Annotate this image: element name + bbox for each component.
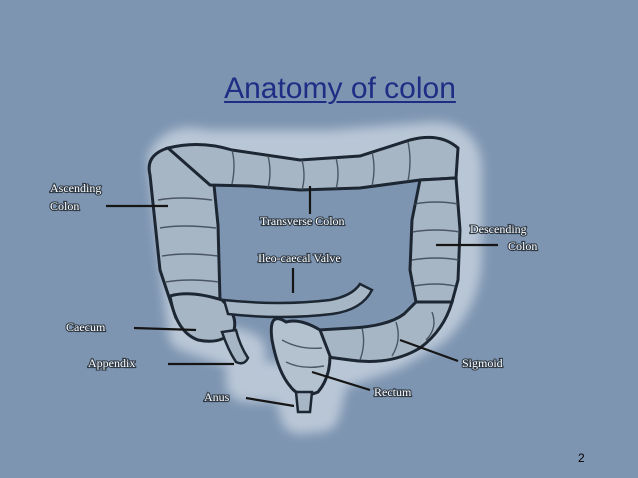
- haustra-folds: [157, 141, 461, 369]
- leader-lines: [106, 186, 498, 408]
- page-number: 2: [578, 451, 585, 465]
- appendix: [220, 328, 250, 365]
- anal-canal: [294, 390, 314, 414]
- label-descending-colon-line2: Colon: [508, 239, 537, 253]
- label-appendix: Appendix: [88, 356, 135, 370]
- leader-rectum: [311, 370, 371, 392]
- label-rectum: Rectum: [374, 385, 412, 399]
- label-caecum: Caecum: [66, 320, 106, 334]
- leader-sigmoid: [399, 338, 459, 363]
- label-sigmoid: Sigmoid: [462, 356, 503, 370]
- label-ascending-colon-line1: Ascending: [50, 181, 101, 195]
- slide-title: Anatomy of colon: [224, 72, 456, 105]
- terminal-ileum: [222, 282, 374, 319]
- label-descending-colon-line1: Descending: [470, 222, 527, 236]
- colon-body: [147, 135, 462, 414]
- label-ascending-colon-line2: Colon: [50, 199, 79, 213]
- label-ileocaecal-valve: Ileo-caecal Valve: [258, 251, 341, 265]
- label-anus: Anus: [204, 390, 230, 404]
- leader-caecum: [133, 326, 197, 332]
- leader-anus: [245, 396, 295, 408]
- label-transverse-colon: Transverse Colon: [260, 214, 345, 228]
